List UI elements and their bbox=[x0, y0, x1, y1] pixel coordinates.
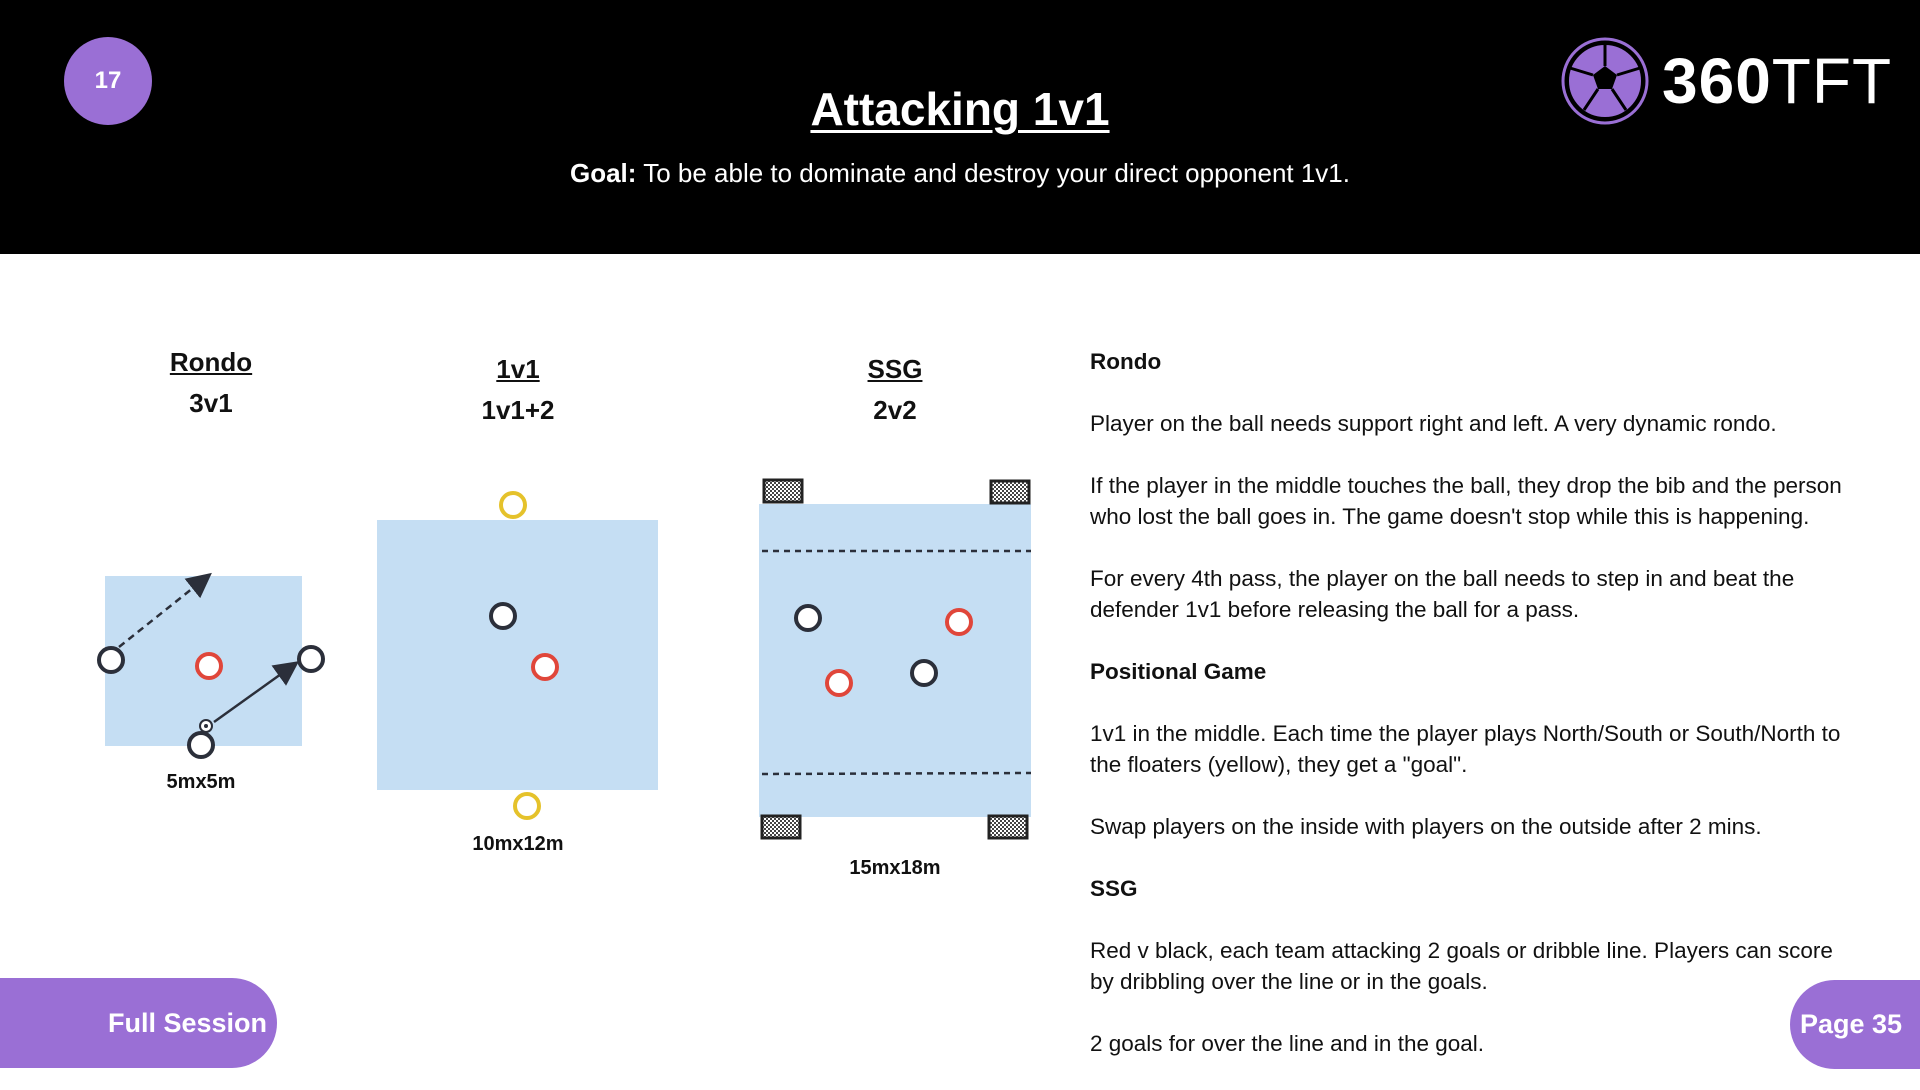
dashed-arrow bbox=[118, 572, 212, 648]
yellow-floater bbox=[513, 792, 541, 820]
notes-heading-ssg: SSG bbox=[1090, 876, 1138, 901]
full-session-button[interactable]: Full Session bbox=[0, 978, 277, 1068]
black-player bbox=[187, 731, 215, 759]
session-number-badge: 17 bbox=[64, 37, 152, 125]
red-player bbox=[825, 669, 853, 697]
black-player bbox=[489, 602, 517, 630]
goal-icon bbox=[989, 479, 1031, 505]
ssg-dimensions: 15mx18m bbox=[849, 857, 941, 879]
red-player bbox=[531, 653, 559, 681]
pass-arrow bbox=[213, 661, 300, 724]
notes-heading-positional: Positional Game bbox=[1090, 659, 1267, 684]
rondo-dimensions: 5mx5m bbox=[166, 771, 236, 793]
notes-paragraph: Red v black, each team attacking 2 goals… bbox=[1090, 938, 1833, 994]
1v1-dimensions: 10mx12m bbox=[472, 833, 564, 855]
notes-paragraph: 2 goals for over the line and in the goa… bbox=[1090, 1031, 1485, 1056]
goal-label: Goal: bbox=[569, 158, 637, 188]
session-notes: Rondo Player on the ball needs support r… bbox=[1090, 346, 1860, 1090]
goal-icon bbox=[762, 478, 804, 504]
goal-icon bbox=[987, 814, 1029, 840]
black-player bbox=[97, 646, 125, 674]
goal-text: To be able to dominate and destroy your … bbox=[636, 158, 1350, 188]
notes-paragraph: Swap players on the inside with players … bbox=[1090, 814, 1762, 839]
ssg-diagram bbox=[759, 478, 1032, 840]
header-bar: 17 Attacking 1v1 Goal: To be able to dom… bbox=[0, 0, 1920, 254]
notes-paragraph: Player on the ball needs support right a… bbox=[1090, 411, 1777, 436]
dribble-line bbox=[761, 771, 1032, 776]
red-player bbox=[195, 652, 223, 680]
page-number-button[interactable]: Page 35 bbox=[1790, 980, 1920, 1069]
black-player bbox=[794, 604, 822, 632]
ssg-pitch bbox=[759, 504, 1031, 817]
notes-paragraph: If the player in the middle touches the … bbox=[1090, 473, 1842, 529]
yellow-floater bbox=[499, 491, 527, 519]
goal-statement: Goal: To be able to dominate and destroy… bbox=[0, 158, 1920, 189]
rondo-diagram bbox=[97, 572, 325, 759]
notes-heading-rondo: Rondo bbox=[1090, 349, 1162, 374]
notes-paragraph: For every 4th pass, the player on the ba… bbox=[1090, 566, 1795, 622]
logo: 360TFT bbox=[1560, 36, 1892, 126]
red-player bbox=[945, 608, 973, 636]
black-player bbox=[910, 659, 938, 687]
black-player bbox=[297, 645, 325, 673]
logo-text: 360TFT bbox=[1662, 45, 1893, 117]
1v1-diagram bbox=[377, 491, 658, 820]
soccer-ball-icon bbox=[1561, 37, 1649, 125]
goal-icon bbox=[760, 814, 802, 840]
rondo-heading: Rondo 3v1 bbox=[169, 347, 253, 418]
1v1-pitch bbox=[377, 520, 658, 790]
notes-paragraph: 1v1 in the middle. Each time the player … bbox=[1090, 721, 1841, 777]
page-title: Attacking 1v1 bbox=[810, 83, 1110, 135]
